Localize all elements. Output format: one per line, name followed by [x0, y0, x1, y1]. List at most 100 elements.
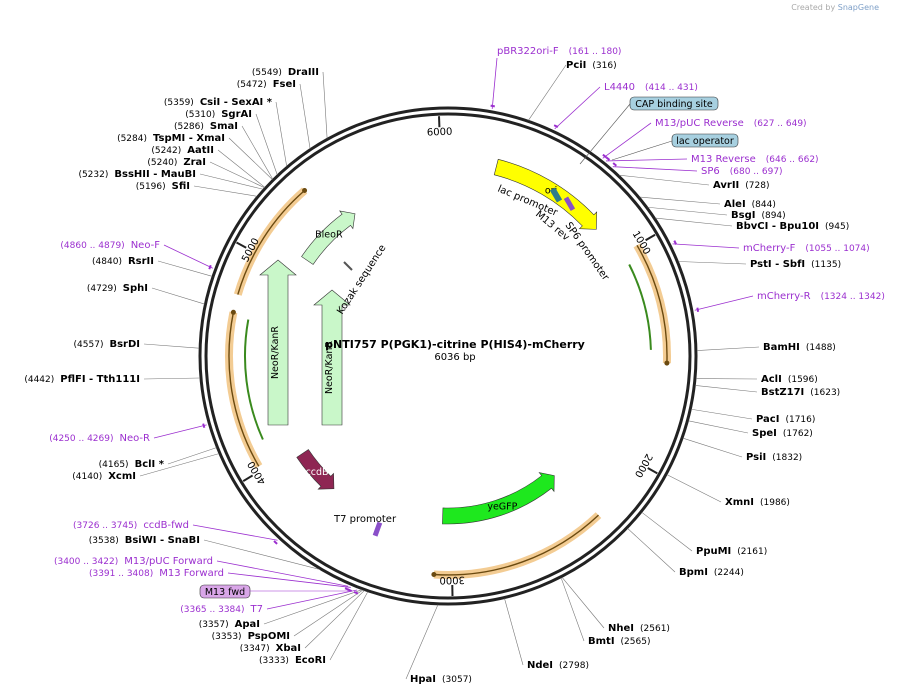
- site-paci: PacI(1716): [691, 408, 815, 425]
- svg-text:BamHI(1488): BamHI(1488): [763, 342, 836, 353]
- kozak-mark: [343, 261, 353, 271]
- site-rsrii: (4840)RsrII: [92, 256, 213, 277]
- site-position: (5232): [78, 170, 108, 180]
- feature-label: T7 promoter: [333, 514, 397, 525]
- site-position: (316): [592, 61, 616, 71]
- neor-kanr-arrow: NeoR/KanR: [259, 259, 297, 426]
- tick-mark: [645, 233, 656, 242]
- site-bpmi: BpmI(2244): [627, 528, 744, 578]
- primer-sp6: SP6(680 .. 697): [612, 162, 783, 177]
- svg-text:XmnI(1986): XmnI(1986): [725, 497, 790, 508]
- orf-line: [433, 514, 599, 576]
- site-name: PciI: [566, 60, 586, 71]
- orf-line: [636, 244, 668, 364]
- primer-range: (4860 .. 4879): [60, 241, 124, 251]
- site-draiii: (5549)DraIII: [252, 67, 328, 139]
- site-zrai: (5240)ZraI: [147, 157, 265, 188]
- site-name: BmtI: [588, 636, 615, 647]
- svg-text:(4860 .. 4879)Neo-F: (4860 .. 4879)Neo-F: [60, 240, 160, 251]
- site-position: (3057): [442, 675, 472, 685]
- primer-range: (646 .. 662): [766, 155, 819, 165]
- credit-prefix: Created by: [791, 3, 836, 12]
- t7-promoter-mark: [372, 521, 383, 537]
- site-fsei: (5472)FseI: [237, 79, 311, 149]
- site-pcii: PciI (316): [528, 60, 617, 121]
- svg-text:(3391 .. 3408)M13 Forward: (3391 .. 3408)M13 Forward: [89, 568, 224, 579]
- site-name: ApaI: [235, 619, 260, 630]
- site-name: FseI: [273, 79, 296, 90]
- site-spei: SpeI(1762): [688, 420, 813, 439]
- site-position: (4729): [87, 284, 117, 294]
- svg-text:mCherry-R(1324 .. 1342): mCherry-R(1324 .. 1342): [757, 291, 885, 302]
- site-position: (5196): [136, 182, 166, 192]
- primer-mcherry-r: mCherry-R(1324 .. 1342): [694, 291, 885, 312]
- site-psii: PsiI(1832): [682, 437, 802, 463]
- site-name: EcoRI: [295, 655, 326, 666]
- ori-feature: [493, 158, 598, 230]
- site-name: CsiI - SexAI *: [200, 97, 273, 108]
- site-name: PflFI - Tth111I: [60, 374, 140, 385]
- primer-pbr322ori-f: pBR322ori-F (161 .. 180): [490, 46, 621, 109]
- site-name: PspOMI: [248, 631, 290, 642]
- tick-label: 6000: [427, 127, 453, 139]
- bleor-feature: [301, 210, 356, 265]
- site-bstz17i: BstZ17I(1623): [695, 385, 840, 398]
- primer-mcherry-f: mCherry-F(1055 .. 1074): [672, 240, 870, 254]
- site-position: (3538): [89, 536, 119, 546]
- feature-label: SP6 promoter: [563, 220, 612, 283]
- primer-name: M13 Forward: [159, 568, 224, 579]
- orf-highlight: [225, 311, 263, 469]
- boxed-feature-m13fwd: M13 fwd: [199, 584, 350, 599]
- site-name: XmnI: [725, 497, 754, 508]
- svg-text:mCherry-F(1055 .. 1074): mCherry-F(1055 .. 1074): [743, 243, 870, 254]
- restriction-sites: PciI (316) AvrII(728) AleI(844)BsgI(894)Bbv…: [24, 60, 849, 685]
- yegfp-feature: [442, 472, 555, 525]
- site-name: BbvCI - Bpu10I: [736, 221, 819, 232]
- site-position: (4840): [92, 257, 122, 267]
- svg-text:(4840)RsrII: (4840)RsrII: [92, 256, 154, 267]
- site-position: (5549): [252, 68, 282, 78]
- svg-text:AleI(844): AleI(844): [724, 199, 776, 210]
- primer-range: (3726 .. 3745): [73, 521, 137, 531]
- boxed-feature-lacop: lac operator: [611, 133, 739, 161]
- ring-outer: [198, 106, 698, 606]
- site-name: PacI: [756, 414, 779, 425]
- site-bsshii-maubi: (5232)BssHII - MauBI: [78, 169, 264, 190]
- svg-text:AvrII(728): AvrII(728): [713, 180, 769, 191]
- primer-neo-r: (4250 .. 4269)Neo-R: [49, 423, 207, 444]
- site-aatii: (5242)AatII: [151, 145, 266, 188]
- site-bsgi: BsgI(894): [647, 206, 786, 221]
- primer-name: pBR322ori-F: [497, 46, 559, 57]
- primer-range: (161 .. 180): [569, 47, 622, 57]
- site-smai: (5286)SmaI: [174, 121, 274, 180]
- ccdb-feature: [296, 449, 335, 490]
- svg-text:PsiI(1832): PsiI(1832): [746, 452, 802, 463]
- svg-text:BmtI(2565): BmtI(2565): [588, 636, 650, 647]
- site-name: XcmI: [108, 471, 136, 482]
- ccdb-feature-label: ccdB: [306, 467, 329, 478]
- site-pspomi: (3353)PspOMI: [212, 589, 364, 642]
- orf-arcs: [225, 187, 671, 579]
- tick-label: 2000: [632, 452, 654, 480]
- site-position: (4140): [72, 472, 102, 482]
- svg-text:HpaI(3057): HpaI(3057): [410, 674, 472, 685]
- svg-text:SP6(680 .. 697): SP6(680 .. 697): [701, 166, 783, 177]
- bleor-feature-label: BleoR: [315, 230, 343, 241]
- primer-range: (3400 .. 3422): [54, 557, 118, 567]
- primer-name: ccdB-fwd: [143, 520, 189, 531]
- site-position: (1762): [783, 429, 813, 439]
- svg-text:(5196)SfiI: (5196)SfiI: [136, 181, 190, 192]
- snapgene-logo-text: SnapGene: [837, 3, 879, 12]
- site-name: TspMI - XmaI: [153, 133, 225, 144]
- site-position: (4442): [24, 375, 54, 385]
- svg-text:pBR322ori-F(161 .. 180): pBR322ori-F (161 .. 180): [497, 46, 621, 57]
- primer-name: T7: [250, 604, 263, 615]
- neor-kanr-arrow: NeoR/KanR: [313, 289, 351, 426]
- orf-line: [228, 312, 260, 467]
- site-ppumi: PpuMI(2161): [641, 512, 767, 557]
- primer-name: L4440: [604, 82, 635, 93]
- svg-text:NdeI(2798): NdeI(2798): [527, 660, 589, 671]
- site-name: SgrAI: [221, 109, 252, 120]
- tick-label: 1000: [630, 229, 652, 257]
- primer-name: SP6: [701, 166, 720, 177]
